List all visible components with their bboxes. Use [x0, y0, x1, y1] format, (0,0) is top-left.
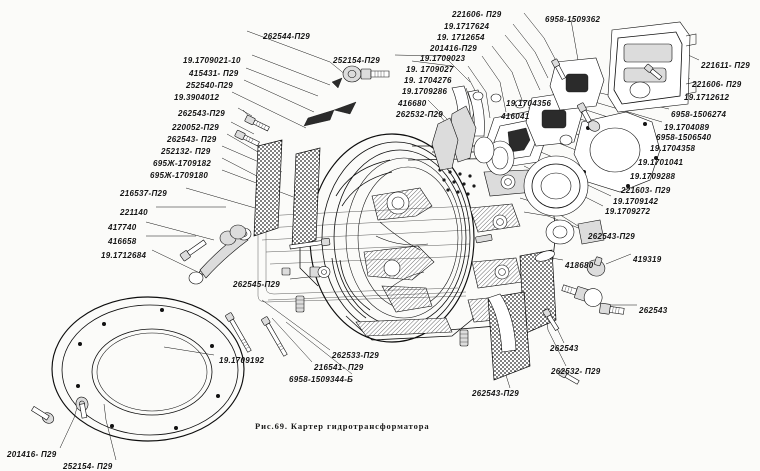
callout-label: 416680 — [398, 99, 427, 108]
callout-label: 19.1704089 — [664, 123, 710, 132]
callout-label: 415431- П29 — [189, 69, 239, 78]
callout-label: 19.1709021-10 — [183, 56, 241, 65]
front-cover-ring — [52, 297, 244, 441]
callout-label: 19.1704356 — [506, 99, 552, 108]
callout-label: 418680 — [565, 261, 594, 270]
callout-label: 19.1709272 — [605, 207, 651, 216]
callout-label: 221140 — [120, 208, 148, 217]
callout-label: 416658 — [108, 237, 137, 246]
callout-label: 216541- П29 — [314, 363, 364, 372]
callout-label: 262543 — [550, 344, 579, 353]
callout-label: 417740 — [108, 223, 137, 232]
fasteners — [30, 59, 662, 426]
callout-label: 19.1701041 — [638, 158, 684, 167]
callout-label: 252154- П29 — [63, 462, 113, 471]
callout-label: 262545-П29 — [233, 280, 281, 289]
callout-label: 19.1717624 — [444, 22, 490, 31]
callout-label: 201416-П29 — [430, 44, 478, 53]
callout-label: 19.3904012 — [174, 93, 220, 102]
callout-label: 221611- П29 — [701, 61, 750, 70]
callout-label: 262532- П29 — [551, 367, 601, 376]
callout-label: 221606- П29 — [452, 10, 502, 19]
callout-label: 252154-П29 — [333, 56, 381, 65]
callout-label: 220052-П29 — [172, 123, 220, 132]
callout-label: 19. 1704276 — [404, 76, 452, 85]
callout-label: 262543-П29 — [588, 232, 636, 241]
callout-label: 19.1709142 — [613, 197, 659, 206]
callout-label: 262543 — [639, 306, 668, 315]
callout-label: 252540-П29 — [186, 81, 234, 90]
callout-label: 201416- П29 — [7, 450, 57, 459]
leader-lines-left — [60, 31, 352, 460]
callout-label: 262543-П29 — [472, 389, 520, 398]
callout-label: 221606- П29 — [692, 80, 742, 89]
callout-label: 695Ж-1709180 — [150, 171, 209, 180]
callout-label: 19.1709288 — [630, 172, 676, 181]
callout-label: 419319 — [633, 255, 662, 264]
callout-label: 19.1712684 — [101, 251, 147, 260]
callout-label: 6958-1506274 — [671, 110, 727, 119]
callout-label: 6958-1509362 — [545, 15, 601, 24]
callout-label: 695Ж-1709182 — [153, 159, 212, 168]
callout-label: 252132- П29 — [161, 147, 211, 156]
callout-label: 19.1709286 — [402, 87, 448, 96]
callout-label: 262532-П29 — [396, 110, 444, 119]
callout-label: 19.1704358 — [650, 144, 696, 153]
callout-label: 19. 1712654 — [437, 33, 485, 42]
figure-caption: Рис.69. Картер гидротрансформатора — [255, 421, 430, 431]
callout-label: 216537-П29 — [120, 189, 168, 198]
callout-label: 19.1709023 — [420, 54, 466, 63]
callout-label: 19.1712612 — [684, 93, 730, 102]
callout-label: 6958-1509344-Б — [289, 375, 354, 384]
upper-exploded-components — [432, 22, 696, 244]
callout-label: 19. 1709027 — [406, 65, 454, 74]
callout-label: 262544-П29 — [263, 32, 311, 41]
callout-label: 6958-1506540 — [656, 133, 712, 142]
callout-label: 262543-П29 — [178, 109, 226, 118]
curved-vanes — [452, 86, 516, 352]
callout-label: 19.1709192 — [219, 356, 265, 365]
callout-label: 221603- П29 — [621, 186, 671, 195]
callout-label: 262533-П29 — [332, 351, 380, 360]
callout-label: 416041 — [501, 112, 530, 121]
callout-label: 262543- П29 — [167, 135, 217, 144]
